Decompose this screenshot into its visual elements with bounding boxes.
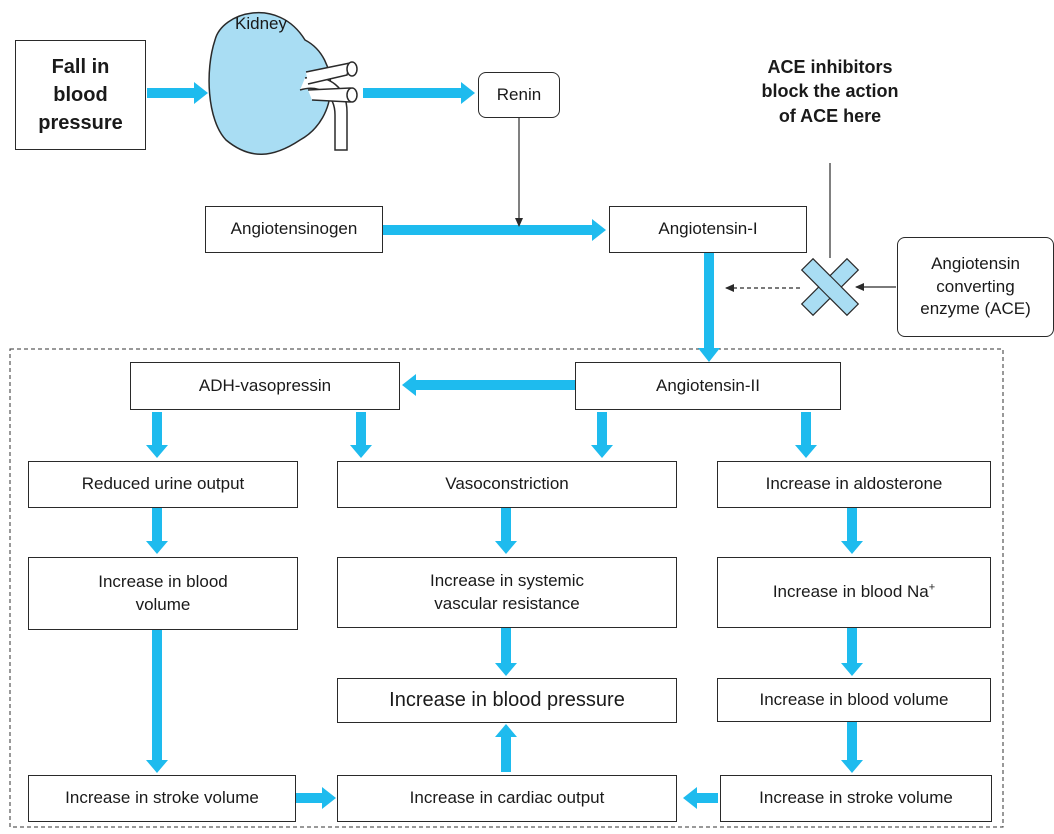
arrow-na-to-volume xyxy=(841,628,863,676)
arrow-angiotensin1-to-angiotensin2 xyxy=(698,252,720,362)
cardiac-output-box: Increase in cardiac output xyxy=(337,775,677,822)
arrow-stroke-to-co xyxy=(296,787,336,809)
arrow-vaso-to-svr xyxy=(495,508,517,554)
cardiac-output-label: Increase in cardiac output xyxy=(409,788,605,808)
stroke-volume-right-box: Increase in stroke volume xyxy=(720,775,992,822)
sodium-charge-superscript: + xyxy=(928,581,936,594)
renin-label: Renin xyxy=(496,84,542,104)
vasoconstriction-label: Vasoconstriction xyxy=(445,474,569,494)
block-cross-icon xyxy=(800,257,860,317)
stroke-volume-left-box: Increase in stroke volume xyxy=(28,775,296,822)
arrow-aldosterone-to-na xyxy=(841,508,863,554)
arrow-svr-to-bp xyxy=(495,628,517,676)
stroke-volume-right-label: Increase in stroke volume xyxy=(759,788,953,808)
arrow-adh-down-2 xyxy=(350,412,372,458)
arrow-stroke-right-to-co xyxy=(683,787,718,809)
blood-volume-left-label: Increase in blood volume xyxy=(98,571,228,614)
adh-vasopressin-box: ADH-vasopressin xyxy=(130,362,400,410)
vasoconstriction-box: Vasoconstriction xyxy=(337,461,677,508)
angiotensinogen-box: Angiotensinogen xyxy=(205,206,383,253)
angiotensinogen-label: Angiotensinogen xyxy=(230,219,358,239)
reduced-urine-box: Reduced urine output xyxy=(28,461,298,508)
renin-box: Renin xyxy=(478,72,560,118)
aldosterone-label: Increase in aldosterone xyxy=(765,474,943,494)
aldosterone-box: Increase in aldosterone xyxy=(717,461,991,508)
arrow-urine-to-volume xyxy=(146,508,168,554)
angiotensin-1-label: Angiotensin-I xyxy=(658,219,758,239)
arrow-volume-to-stroke xyxy=(146,630,168,773)
arrow-co-to-bp xyxy=(495,724,517,772)
angiotensin-2-label: Angiotensin-II xyxy=(656,375,760,395)
angiotensin-1-box: Angiotensin-I xyxy=(609,206,807,253)
ace-label: Angiotensin converting enzyme (ACE) xyxy=(920,253,1031,319)
adh-vasopressin-label: ADH-vasopressin xyxy=(198,375,332,395)
ace-box: Angiotensin converting enzyme (ACE) xyxy=(897,237,1054,337)
arrow-angiotensinogen-to-angiotensin1 xyxy=(383,219,606,241)
increase-bp-label: Increase in blood pressure xyxy=(389,689,625,711)
fall-blood-pressure-box: Fall in blood pressure xyxy=(15,40,146,150)
angiotensin-2-box: Angiotensin-II xyxy=(575,362,841,410)
arrow-angiotensin2-to-adh xyxy=(402,374,575,396)
kidney-label: Kidney xyxy=(235,14,287,33)
arrow-volume-to-stroke-right xyxy=(841,722,863,773)
flow-arrows xyxy=(146,82,863,809)
kidney-icon xyxy=(208,12,358,155)
ace-inhibitor-note: ACE inhibitors block the action of ACE h… xyxy=(761,57,899,126)
blood-volume-right-box: Increase in blood volume xyxy=(717,678,991,722)
increase-bp-box: Increase in blood pressure xyxy=(337,678,677,723)
svr-box: Increase in systemic vascular resistance xyxy=(337,557,677,628)
arrow-angiotensin2-down-1 xyxy=(591,412,613,458)
blood-na-label: Increase in blood Na xyxy=(772,582,929,602)
arrow-kidney-to-renin xyxy=(363,82,475,104)
reduced-urine-label: Reduced urine output xyxy=(81,474,245,494)
arrow-adh-down-1 xyxy=(146,412,168,458)
stroke-volume-left-label: Increase in stroke volume xyxy=(65,788,259,808)
blood-na-text: Increase in blood Na+ xyxy=(773,581,935,604)
fall-blood-pressure-label: Fall in blood pressure xyxy=(38,56,123,134)
effects-region-border xyxy=(9,348,1004,828)
svr-label: Increase in systemic vascular resistance xyxy=(430,570,584,613)
blood-volume-right-label: Increase in blood volume xyxy=(759,689,949,709)
blood-na-box: Increase in blood Na+ xyxy=(717,557,991,628)
arrow-fallbp-to-kidney xyxy=(147,82,208,104)
blood-volume-left-box: Increase in blood volume xyxy=(28,557,298,630)
arrow-angiotensin2-down-2 xyxy=(795,412,817,458)
